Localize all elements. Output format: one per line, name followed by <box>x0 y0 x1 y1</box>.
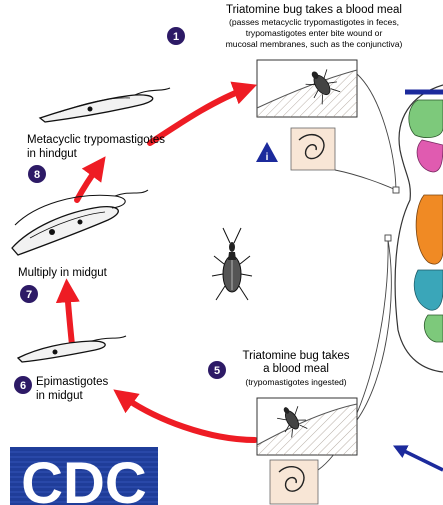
step-5-title-line: Triatomine bug takes <box>243 350 350 362</box>
step-7-number: 7 <box>26 289 32 301</box>
human-host-figure <box>395 85 443 372</box>
metacyclic-trypomastigote-icon <box>40 88 170 122</box>
step-6-badge: 6 <box>14 376 32 394</box>
step-8-number: 8 <box>34 169 40 181</box>
host-arrow-bottom <box>398 448 443 470</box>
step-1-label: Triatomine bug takes a blood meal (passe… <box>226 4 403 49</box>
step-7-title-line: Multiply in midgut <box>18 267 108 279</box>
step-6-title-line: in midgut <box>36 390 83 402</box>
step-1-detail-line: (passes metacyclic trypomastigotes in fe… <box>229 17 399 27</box>
bite-skin-panel <box>257 60 357 117</box>
trypomastigote-inset-bottom <box>270 460 318 504</box>
arrow-7-to-8 <box>77 164 100 200</box>
step-5-number: 5 <box>214 365 220 377</box>
step-1-detail-line: mucosal membranes, such as the conjuncti… <box>226 39 403 49</box>
arrow-6-to-7 <box>67 288 72 345</box>
arrow-5-to-6 <box>121 395 255 440</box>
trypomastigote-inset-top <box>291 128 335 170</box>
step-5-badge: 5 <box>208 361 226 379</box>
step-1-number: 1 <box>173 31 179 43</box>
step-1-badge: 1 <box>167 27 185 45</box>
step-7-badge: 7 <box>20 285 38 303</box>
step-8-title-line: in hindgut <box>27 148 78 160</box>
step-1-detail-line: trypomastigotes enter bite wound or <box>246 28 383 38</box>
step-6-number: 6 <box>20 380 26 392</box>
step-6-label: Epimastigotes in midgut <box>36 376 108 402</box>
step-5-detail-line: (trypomastigotes ingested) <box>245 377 346 387</box>
infective-stage-marker-icon: i <box>256 142 278 163</box>
step-1-title: Triatomine bug takes a blood meal <box>226 4 402 16</box>
cdc-logo-text: CDC <box>21 451 147 505</box>
step-8-title-line: Metacyclic trypomastigotes <box>27 134 165 146</box>
cdc-logo: CDC <box>10 447 158 505</box>
info-marker-letter: i <box>266 152 269 163</box>
blood-meal-skin-panel <box>257 398 357 455</box>
step-8-badge: 8 <box>28 165 46 183</box>
step-7-label: Multiply in midgut <box>18 267 108 279</box>
triatomine-bug-icon <box>212 228 252 300</box>
step-8-label: Metacyclic trypomastigotes in hindgut <box>27 134 165 160</box>
step-6-title-line: Epimastigotes <box>36 376 108 388</box>
step-5-title-line: a blood meal <box>263 363 329 375</box>
step-5-label: Triatomine bug takes a blood meal (trypo… <box>243 350 350 387</box>
